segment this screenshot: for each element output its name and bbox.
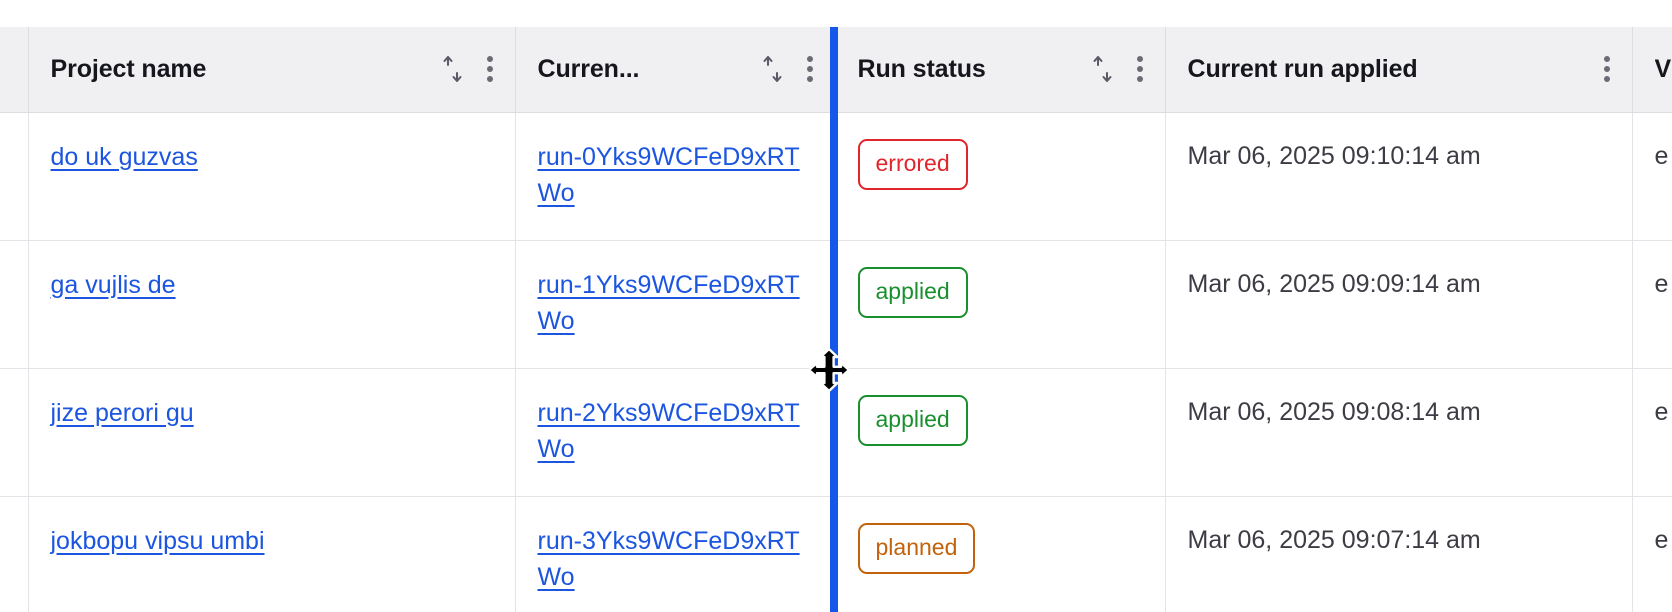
- sort-icon-run-status[interactable]: [1091, 54, 1115, 84]
- kebab-menu-icon-current-run-applied[interactable]: [1603, 56, 1610, 83]
- current-run-link[interactable]: run-2Yks9WCFeD9xRTWo: [537, 398, 800, 463]
- cell-run-status: applied: [835, 368, 1166, 497]
- sort-icon-project-name[interactable]: [441, 54, 465, 84]
- project-name-link[interactable]: do uk guzvas: [50, 142, 198, 171]
- page-top-strip: [0, 0, 1672, 27]
- cell-current-run-applied: Mar 06, 2025 09:10:14 am: [1165, 112, 1633, 241]
- table-row[interactable]: jize perori gu run-2Yks9WCFeD9xRTWo appl…: [0, 368, 1672, 497]
- cell-project-name: ga vujlis de: [28, 240, 516, 369]
- column-header-current-run[interactable]: Curren...: [515, 27, 836, 113]
- clipped-value: e: [1654, 269, 1669, 298]
- table-row[interactable]: do uk guzvas run-0Yks9WCFeD9xRTWo errore…: [0, 112, 1672, 241]
- cell-run-status: planned: [835, 496, 1166, 612]
- cell-current-run-applied: Mar 06, 2025 09:09:14 am: [1165, 240, 1633, 369]
- status-badge: applied: [857, 394, 968, 446]
- cell-project-name: jize perori gu: [28, 368, 516, 497]
- project-name-link[interactable]: jokbopu vipsu umbi: [50, 526, 265, 555]
- project-name-link[interactable]: ga vujlis de: [50, 270, 176, 299]
- status-badge: planned: [857, 522, 976, 574]
- cell-current-run: run-3Yks9WCFeD9xRTWo: [515, 496, 836, 612]
- row-gutter: [0, 368, 29, 497]
- column-header-clipped[interactable]: V: [1632, 27, 1672, 113]
- kebab-menu-icon-run-status[interactable]: [1136, 56, 1143, 83]
- current-run-applied-timestamp: Mar 06, 2025 09:09:14 am: [1187, 269, 1481, 298]
- row-gutter: [0, 496, 29, 612]
- current-run-link[interactable]: run-3Yks9WCFeD9xRTWo: [537, 526, 800, 591]
- status-badge: errored: [857, 138, 968, 190]
- table-row[interactable]: ga vujlis de run-1Yks9WCFeD9xRTWo applie…: [0, 240, 1672, 369]
- clipped-value: e: [1654, 141, 1669, 170]
- current-run-applied-timestamp: Mar 06, 2025 09:08:14 am: [1187, 397, 1481, 426]
- cell-current-run-applied: Mar 06, 2025 09:08:14 am: [1165, 368, 1633, 497]
- cell-clipped: e: [1632, 112, 1672, 241]
- cell-current-run: run-0Yks9WCFeD9xRTWo: [515, 112, 836, 241]
- row-gutter: [0, 240, 29, 369]
- table-header-row: Project name: [0, 27, 1672, 113]
- projects-table: Project name: [0, 27, 1672, 612]
- cell-run-status: errored: [835, 112, 1166, 241]
- cell-clipped: e: [1632, 240, 1672, 369]
- table-header: Project name: [0, 27, 1672, 113]
- kebab-menu-icon-project-name[interactable]: [486, 56, 493, 83]
- clipped-value: e: [1654, 397, 1669, 426]
- column-header-current-run-applied[interactable]: Current run applied: [1165, 27, 1633, 113]
- current-run-link[interactable]: run-0Yks9WCFeD9xRTWo: [537, 142, 800, 207]
- cell-project-name: jokbopu vipsu umbi: [28, 496, 516, 612]
- column-header-label-clipped: V: [1654, 54, 1672, 83]
- current-run-link[interactable]: run-1Yks9WCFeD9xRTWo: [537, 270, 800, 335]
- column-header-label-project-name: Project name: [50, 54, 207, 83]
- table-row[interactable]: jokbopu vipsu umbi run-3Yks9WCFeD9xRTWo …: [0, 496, 1672, 612]
- current-run-applied-timestamp: Mar 06, 2025 09:10:14 am: [1187, 141, 1481, 170]
- status-badge: applied: [857, 266, 968, 318]
- column-header-label-run-status: Run status: [857, 54, 986, 83]
- cell-run-status: applied: [835, 240, 1166, 369]
- kebab-menu-icon-current-run[interactable]: [806, 56, 813, 83]
- current-run-applied-timestamp: Mar 06, 2025 09:07:14 am: [1187, 525, 1481, 554]
- sort-icon-current-run[interactable]: [761, 54, 785, 84]
- cell-current-run: run-1Yks9WCFeD9xRTWo: [515, 240, 836, 369]
- column-header-label-current-run: Curren...: [537, 54, 640, 83]
- clipped-value: e: [1654, 525, 1669, 554]
- cell-current-run-applied: Mar 06, 2025 09:07:14 am: [1165, 496, 1633, 612]
- column-header-label-current-run-applied: Current run applied: [1187, 54, 1418, 83]
- column-header-run-status[interactable]: Run status: [835, 27, 1166, 113]
- cell-clipped: e: [1632, 496, 1672, 612]
- column-header-gutter: [0, 27, 29, 113]
- column-header-project-name[interactable]: Project name: [28, 27, 516, 113]
- row-gutter: [0, 112, 29, 241]
- cell-clipped: e: [1632, 368, 1672, 497]
- cell-current-run: run-2Yks9WCFeD9xRTWo: [515, 368, 836, 497]
- cell-project-name: do uk guzvas: [28, 112, 516, 241]
- table-body: do uk guzvas run-0Yks9WCFeD9xRTWo errore…: [0, 112, 1672, 612]
- project-name-link[interactable]: jize perori gu: [50, 398, 194, 427]
